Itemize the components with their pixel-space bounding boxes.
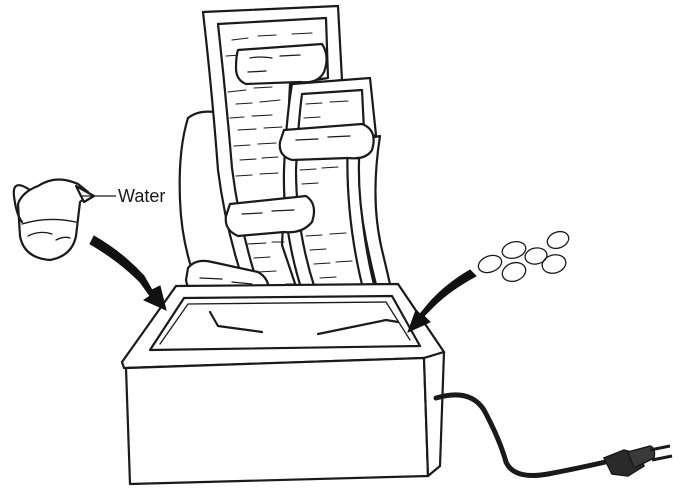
pebbles-icon xyxy=(477,230,570,283)
basin-side xyxy=(422,350,446,478)
water-callout: Water xyxy=(82,186,165,206)
pitcher-icon xyxy=(12,178,96,262)
spout-stone-top xyxy=(234,42,328,86)
basin-front xyxy=(124,356,430,486)
basin-reservoir xyxy=(148,294,422,352)
water-label: Water xyxy=(118,186,165,206)
pour-water-arrow xyxy=(89,235,167,311)
spout-stone-lower xyxy=(224,194,316,238)
plug-icon xyxy=(602,444,673,477)
power-cord xyxy=(433,392,673,478)
add-pebbles-arrow xyxy=(407,269,477,333)
fountain-basin xyxy=(120,282,446,486)
spout-stone-middle xyxy=(278,122,375,162)
